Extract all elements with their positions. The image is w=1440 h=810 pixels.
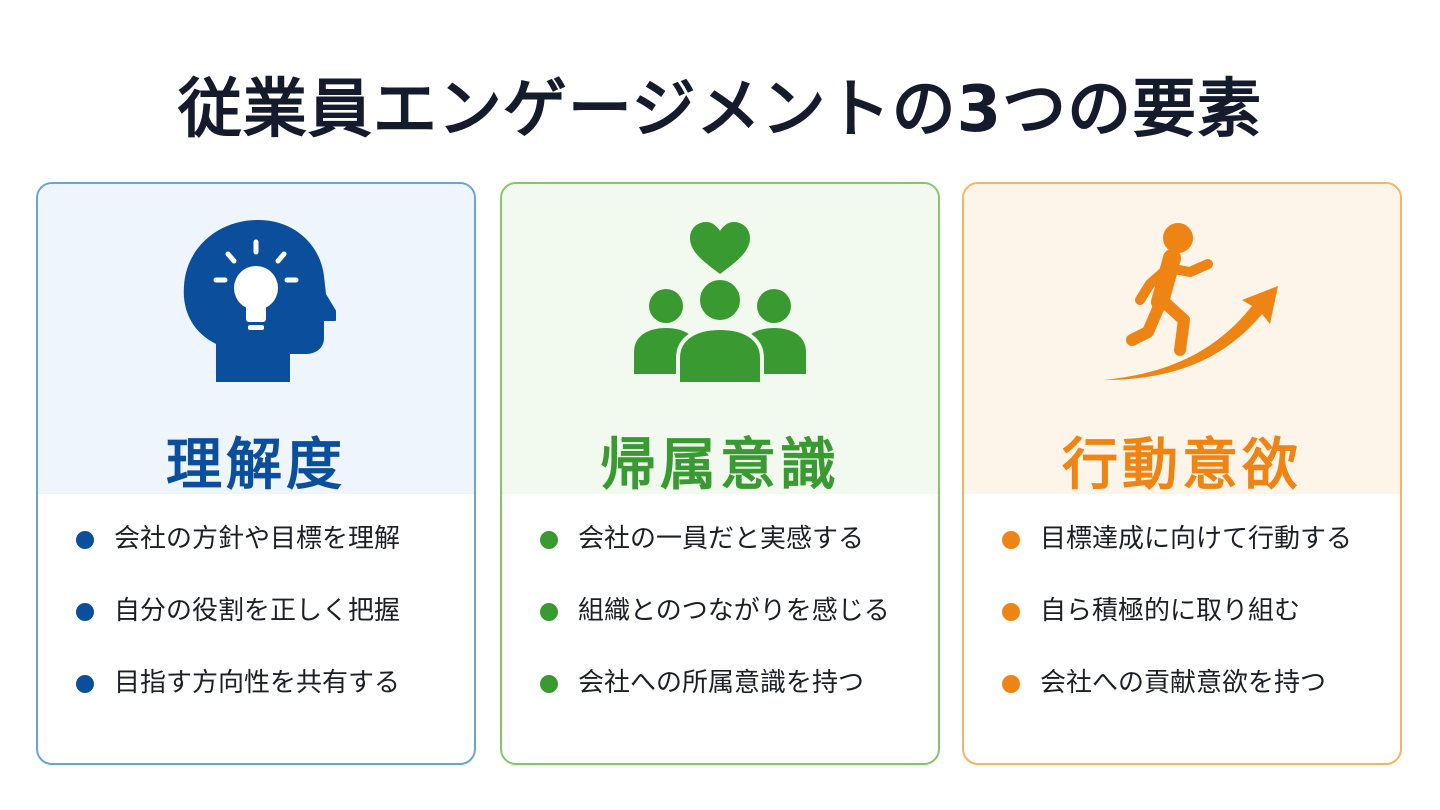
- bullet-dot: [1002, 603, 1020, 621]
- bullet-dot: [76, 675, 94, 693]
- bullet-text: 会社の一員だと実感する: [578, 524, 865, 554]
- people-heart-icon: [502, 214, 938, 384]
- card-belonging: 帰属意識 会社の一員だと実感する 組織とのつながりを感じる 会社への所属意識を持…: [500, 182, 940, 765]
- bullet-dot: [540, 675, 558, 693]
- bullet-text: 組織とのつながりを感じる: [578, 596, 890, 626]
- bullet-text: 会社への貢献意欲を持つ: [1040, 668, 1327, 698]
- list-item: 目標達成に向けて行動する: [964, 524, 1400, 596]
- list-item: 自分の役割を正しく把握: [38, 596, 474, 668]
- bullet-dot: [76, 603, 94, 621]
- bullet-dot: [76, 531, 94, 549]
- bullet-list: 会社の一員だと実感する 組織とのつながりを感じる 会社への所属意識を持つ: [502, 524, 938, 740]
- bullet-dot: [540, 603, 558, 621]
- list-item: 会社の方針や目標を理解: [38, 524, 474, 596]
- page-title: 従業員エンゲージメントの3つの要素: [177, 73, 1263, 147]
- bullet-dot: [1002, 675, 1020, 693]
- list-item: 会社への所属意識を持つ: [502, 668, 938, 740]
- card-heading: 帰属意識: [600, 433, 840, 498]
- card-heading: 理解度: [166, 433, 346, 498]
- list-item: 目指す方向性を共有する: [38, 668, 474, 740]
- card-understanding: 理解度 会社の方針や目標を理解 自分の役割を正しく把握 目指す方向性を共有する: [36, 182, 476, 765]
- list-item: 会社の一員だと実感する: [502, 524, 938, 596]
- bullet-dot: [1002, 531, 1020, 549]
- running-person-arrow-icon: [964, 214, 1400, 384]
- bullet-text: 目指す方向性を共有する: [114, 668, 401, 698]
- list-item: 自ら積極的に取り組む: [964, 596, 1400, 668]
- head-lightbulb-icon: [38, 214, 474, 384]
- bullet-text: 自ら積極的に取り組む: [1040, 596, 1301, 626]
- list-item: 組織とのつながりを感じる: [502, 596, 938, 668]
- bullet-text: 会社の方針や目標を理解: [114, 524, 401, 554]
- card-motivation: 行動意欲 目標達成に向けて行動する 自ら積極的に取り組む 会社への貢献意欲を持つ: [962, 182, 1402, 765]
- card-heading: 行動意欲: [1062, 433, 1302, 498]
- bullet-list: 会社の方針や目標を理解 自分の役割を正しく把握 目指す方向性を共有する: [38, 524, 474, 740]
- bullet-text: 自分の役割を正しく把握: [114, 596, 401, 626]
- list-item: 会社への貢献意欲を持つ: [964, 668, 1400, 740]
- bullet-dot: [540, 531, 558, 549]
- bullet-list: 目標達成に向けて行動する 自ら積極的に取り組む 会社への貢献意欲を持つ: [964, 524, 1400, 740]
- bullet-text: 目標達成に向けて行動する: [1040, 524, 1353, 554]
- bullet-text: 会社への所属意識を持つ: [578, 668, 865, 698]
